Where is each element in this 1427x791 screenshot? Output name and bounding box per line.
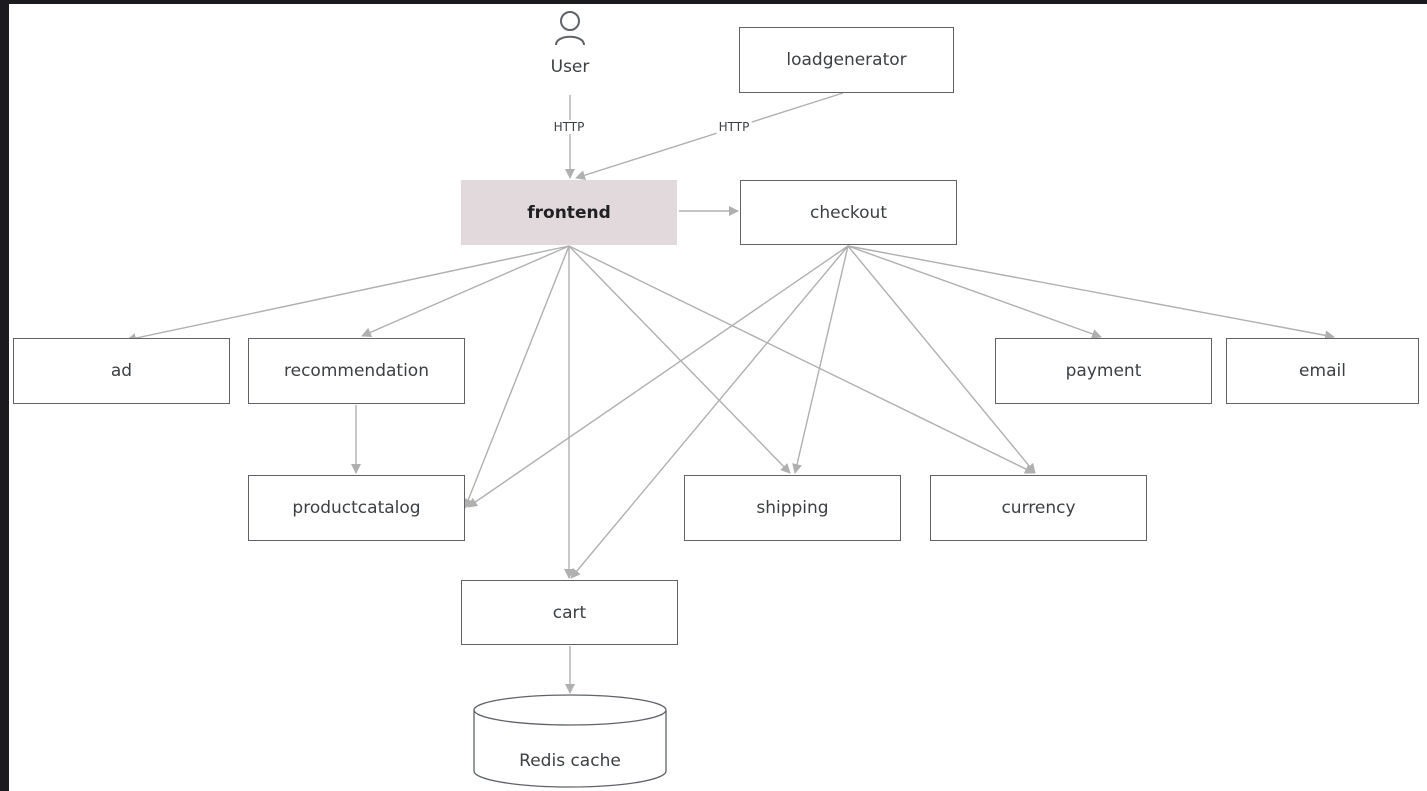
ad-node: ad [13,338,230,404]
frontend-node: frontend [461,180,677,245]
edge-frontend-to-shipping [568,245,791,474]
edge-checkout-to-currency [847,245,1036,474]
user-label: User [550,57,590,77]
http-label-loadgenerator: HTTP [716,120,752,134]
edge-frontend-to-productcatalog [463,245,570,509]
edge-frontend-to-recommendation [361,245,570,337]
redis-cache-label: Redis cache [519,751,621,771]
cart-node: cart [461,580,678,645]
edge-checkout-to-shipping [792,245,849,474]
payment-node: payment [995,338,1212,404]
email-node: email [1226,338,1419,404]
checkout-node: checkout [740,180,957,245]
productcatalog-node: productcatalog [248,475,465,541]
loadgenerator-node: loadgenerator [739,27,954,93]
redis-cylinder [473,694,667,788]
edge-frontend-to-ad [126,245,570,344]
user-icon [555,11,585,46]
edge-frontend-to-currency [568,245,1035,474]
http-label-user: HTTP [551,120,587,134]
edge-checkout-to-productcatalog [467,245,849,508]
edge-loadgenerator-to-frontend [575,92,844,181]
currency-node: currency [930,475,1147,541]
edge-checkout-to-email [847,245,1335,341]
recommendation-node: recommendation [248,338,465,404]
edge-checkout-to-payment [847,245,1102,339]
shipping-node: shipping [684,475,901,541]
edge-checkout-to-cart [570,245,849,579]
